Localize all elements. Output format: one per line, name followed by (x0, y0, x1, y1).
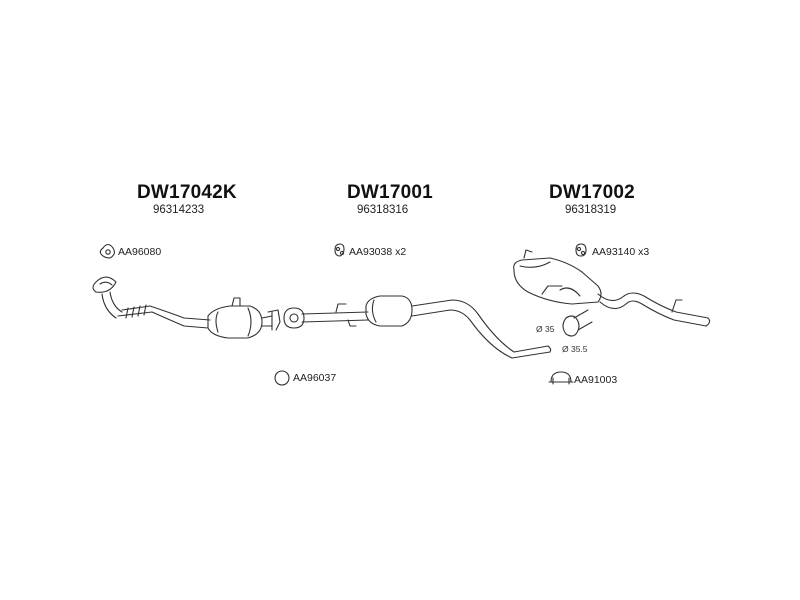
oem-number: 96318316 (357, 204, 409, 216)
clamp-icon (548, 371, 574, 385)
diameter-label: Ø 35 (536, 324, 555, 334)
rubber-mount-icon (575, 243, 587, 257)
intermediate-pipe (283, 295, 552, 359)
rubber-mount-icon (334, 243, 345, 257)
part-ref-ring: AA96037 (293, 372, 337, 384)
front-pipe-catalyst (92, 276, 281, 339)
assembly-code: DW17002 (549, 182, 635, 203)
assembly-code: DW17001 (347, 182, 433, 203)
part-ref-clamp: AA91003 (574, 374, 618, 386)
sealing-ring-icon (274, 370, 290, 386)
gasket-icon (99, 243, 116, 259)
oem-number: 96314233 (153, 204, 205, 216)
diameter-label: Ø 35.5 (562, 344, 588, 354)
part-ref-mount-a: AA93038 x2 (349, 246, 407, 258)
oem-number: 96318319 (565, 204, 617, 216)
rear-silencer (513, 249, 711, 337)
assembly-code: DW17042K (137, 182, 237, 203)
part-ref-mount-b: AA93140 x3 (592, 246, 650, 258)
part-ref-gasket: AA96080 (118, 246, 162, 258)
